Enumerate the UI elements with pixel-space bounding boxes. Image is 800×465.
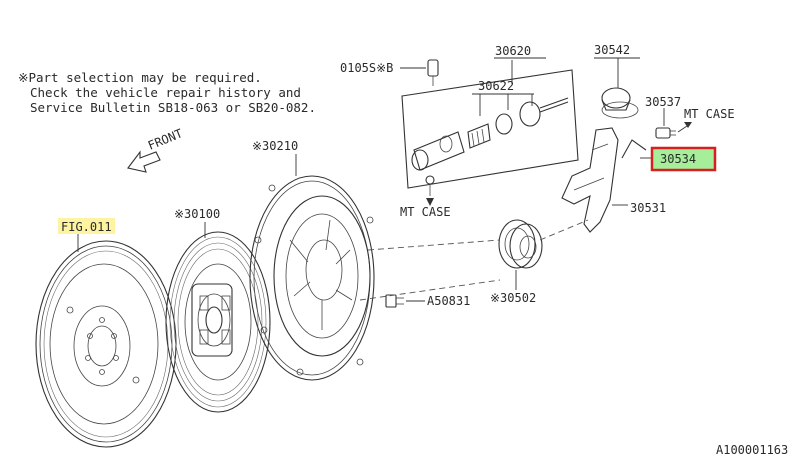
mt-case-arrow-icon [677, 122, 692, 133]
release-bearing-drawing [498, 219, 543, 269]
front-arrow-icon [127, 150, 161, 173]
mt-case-label-right: MT CASE [684, 107, 735, 121]
clutch-disc-drawing [165, 231, 271, 413]
bolt-drawing [385, 294, 404, 308]
bleeder-bolt-label[interactable]: 0105S※B [340, 61, 393, 75]
flywheel-drawing [35, 240, 177, 448]
diagram-id: A100001163 [716, 443, 788, 457]
release-bearing-label[interactable]: ※30502 [490, 291, 536, 305]
slave-cylinder-label[interactable]: 30620 [495, 44, 531, 58]
note-line-2: Check the vehicle repair history and [30, 85, 301, 100]
flywheel-ref-highlight [58, 218, 115, 234]
spring-clip-drawing [621, 139, 647, 159]
pressure-plate-drawing [249, 175, 375, 381]
highlighted-part-box [650, 146, 717, 172]
note-line-1: ※Part selection may be required. [18, 70, 262, 85]
note-line-3: Service Bulletin SB18-063 or SB20-082. [30, 100, 316, 115]
slave-cylinder-drawing [411, 97, 569, 206]
pivot-label[interactable]: 30537 [645, 95, 681, 109]
pivot-drawing [655, 127, 676, 139]
boot-label[interactable]: 30542 [594, 43, 630, 57]
release-fork-drawing [561, 127, 619, 233]
repair-kit-label[interactable]: 30622 [478, 79, 514, 93]
bolt-label[interactable]: A50831 [427, 294, 470, 308]
mt-case-label-left: MT CASE [400, 205, 451, 219]
boot-drawing [601, 87, 639, 119]
pressure-plate-label[interactable]: ※30210 [252, 139, 298, 153]
flywheel-ref-label[interactable]: FIG.011 [61, 220, 112, 234]
front-label: FRONT [146, 126, 185, 153]
slave-cylinder-box [401, 69, 579, 189]
highlighted-part-label[interactable]: 30534 [660, 152, 696, 166]
bleeder-bolt-drawing [427, 59, 439, 86]
release-fork-label[interactable]: 30531 [630, 201, 666, 215]
clutch-disc-label[interactable]: ※30100 [174, 207, 220, 221]
